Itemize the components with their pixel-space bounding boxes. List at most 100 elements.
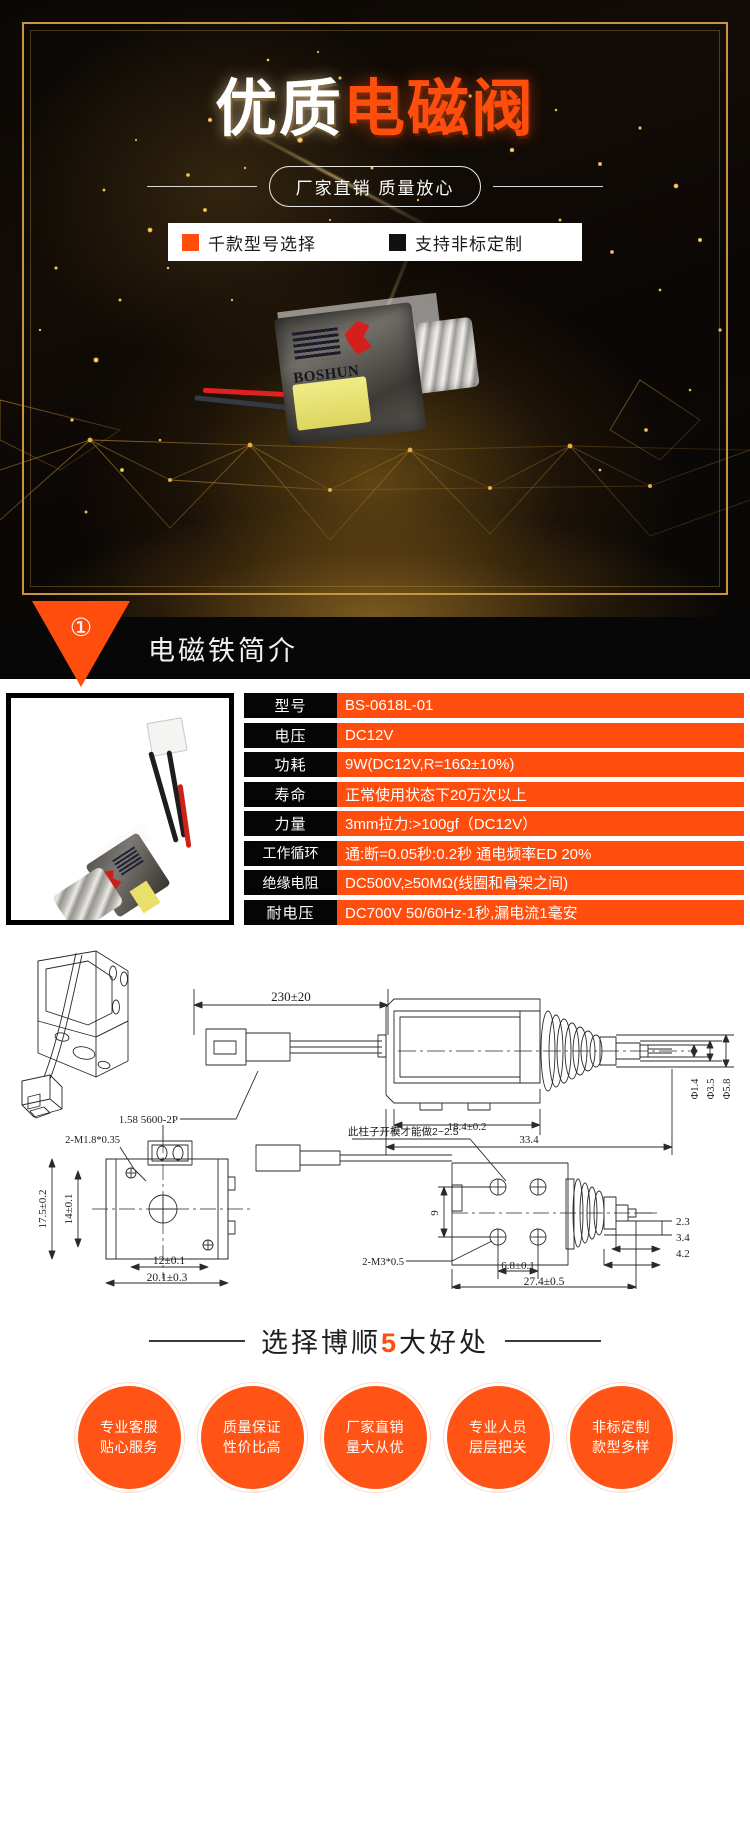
- benefits-title-number: 5: [380, 1328, 400, 1358]
- benefits-right-rule: [505, 1339, 602, 1342]
- dim-label-pitch-68: 6.8±0.1: [501, 1260, 535, 1272]
- hero-feature-2: 支持非标定制: [375, 230, 582, 255]
- table-row: 工作循环 通:断=0.05秒:0.2秒 通电频率ED 20%: [244, 840, 744, 866]
- section-number-triangle: ①: [32, 601, 130, 687]
- triangle-shape-icon: [32, 601, 130, 687]
- benefit-5-line2: 款型多样: [592, 1439, 650, 1455]
- hero-title: 优质电磁阀: [0, 78, 750, 140]
- spec-key: 寿命: [244, 781, 337, 807]
- square-swatch-icon-2: [389, 233, 406, 251]
- benefits-section: 选择博顺5大好处 专业客服 贴心服务 质量保证 性价比高 厂家直销 量大从优 专…: [0, 1299, 750, 1519]
- hero-feature-1: 千款型号选择: [168, 230, 375, 255]
- subtitle-left-rule: [146, 186, 257, 187]
- spec-block: BOSHUN 型号 BS-0618L-01 电压 DC12V 功耗 9W(DC1…: [0, 679, 750, 941]
- benefit-2-line1: 质量保证: [223, 1418, 281, 1435]
- hero-feature-1-label: 千款型号选择: [208, 234, 316, 254]
- dim-label-height-inner: 14±0.1: [63, 1194, 75, 1225]
- benefits-left-rule: [148, 1339, 245, 1342]
- benefit-3-line2: 量大从优: [346, 1439, 404, 1455]
- benefits-title: 选择博顺5大好处: [261, 1321, 489, 1360]
- benefit-1-line1: 专业客服: [100, 1418, 158, 1435]
- subtitle-right-rule: [493, 186, 604, 187]
- hero-subtitle: 厂家直销 质量放心: [268, 166, 482, 207]
- benefits-title-row: 选择博顺5大好处: [0, 1321, 750, 1360]
- table-row: 型号 BS-0618L-01: [244, 693, 744, 718]
- product-photo: BOSHUN: [6, 693, 234, 925]
- label-thread-large: 2-M3*0.5: [362, 1257, 404, 1268]
- square-swatch-icon: [182, 233, 199, 251]
- dim-label-hole-pitch: 12±0.1: [153, 1255, 185, 1267]
- hero-product-image: BOSHUN: [194, 273, 556, 497]
- spec-key: 功耗: [244, 752, 337, 778]
- rear-view: [255, 1138, 672, 1289]
- spec-value: 通:断=0.05秒:0.2秒 通电频率ED 20%: [337, 840, 744, 866]
- spec-key: 耐电压: [244, 899, 337, 925]
- note-post: 此柱子开模才能做2~2.5: [348, 1125, 459, 1138]
- table-row: 功耗 9W(DC12V,R=16Ω±10%): [244, 752, 744, 778]
- benefit-1-line2: 贴心服务: [100, 1439, 158, 1455]
- spec-key: 力量: [244, 811, 337, 837]
- dim-label-42: 4.2: [676, 1248, 690, 1260]
- benefits-title-prefix: 选择博顺: [260, 1328, 381, 1358]
- table-row: 电压 DC12V: [244, 722, 744, 748]
- spec-value: DC500V,≥50MΩ(线圈和骨架之间): [337, 870, 744, 896]
- table-row: 绝缘电阻 DC500V,≥50MΩ(线圈和骨架之间): [244, 870, 744, 896]
- table-row: 耐电压 DC700V 50/60Hz-1秒,漏电流1毫安: [244, 899, 744, 925]
- label-connector-part: 1.58 5600-2P: [119, 1114, 178, 1126]
- benefit-3-line1: 厂家直销: [346, 1418, 404, 1435]
- front-view: [48, 1125, 250, 1287]
- benefit-item-5: 非标定制 款型多样: [569, 1386, 673, 1489]
- hero-title-orange: 电磁阀: [343, 72, 536, 145]
- benefit-2-line2: 性价比高: [223, 1439, 281, 1455]
- spec-key: 电压: [244, 722, 337, 748]
- label-thread-small: 2-M1.8*0.35: [65, 1135, 120, 1146]
- dim-label-dia-2: Φ3.5: [706, 1079, 717, 1100]
- dim-label-dia-1: Φ1.4: [690, 1078, 701, 1100]
- dim-label-len-274: 27.4±0.5: [524, 1276, 565, 1288]
- spec-value: DC700V 50/60Hz-1秒,漏电流1毫安: [337, 899, 744, 925]
- dim-label-pitch-9: 9: [429, 1210, 441, 1216]
- spec-key: 工作循环: [244, 840, 337, 866]
- table-row: 力量 3mm拉力:>100gf（DC12V）: [244, 811, 744, 837]
- benefit-item-4: 专业人员 层层把关: [446, 1386, 550, 1489]
- section-number: ①: [69, 614, 93, 642]
- spec-value: 正常使用状态下20万次以上: [337, 781, 744, 807]
- benefit-item-1: 专业客服 贴心服务: [77, 1386, 181, 1489]
- dim-label-23: 2.3: [676, 1216, 690, 1228]
- dim-label-total-length: 33.4: [519, 1134, 539, 1146]
- dim-label-wire-length: 230±20: [271, 989, 311, 1004]
- dimension-diameters: [616, 1034, 734, 1068]
- table-row: 寿命 正常使用状态下20万次以上: [244, 781, 744, 807]
- section-header-1: ① 电磁铁简介: [0, 601, 750, 687]
- technical-drawing-section: 230±20 18.4±0.2 33.4 Φ1.4 Φ3.5 Φ5.8 1.58…: [0, 941, 750, 1299]
- hero-title-white: 优质: [214, 72, 343, 145]
- hero-banner: 优质电磁阀 厂家直销 质量放心 千款型号选择 支持非标定制: [0, 0, 750, 617]
- dim-label-dia-3: Φ5.8: [722, 1079, 733, 1100]
- benefits-circles: 专业客服 贴心服务 质量保证 性价比高 厂家直销 量大从优 专业人员 层层把关 …: [0, 1386, 750, 1489]
- technical-drawing: 230±20 18.4±0.2 33.4 Φ1.4 Φ3.5 Φ5.8 1.58…: [21, 950, 734, 1289]
- benefit-item-2: 质量保证 性价比高: [200, 1386, 304, 1489]
- dim-label-body-width: 18.4±0.2: [447, 1121, 486, 1133]
- benefit-item-3: 厂家直销 量大从优: [323, 1386, 427, 1489]
- hero-feature-bar: 千款型号选择 支持非标定制: [168, 223, 582, 261]
- spec-value: 9W(DC12V,R=16Ω±10%): [337, 752, 744, 778]
- spec-value: 3mm拉力:>100gf（DC12V）: [337, 811, 744, 837]
- side-elevation-view: [205, 998, 690, 1111]
- benefit-4-line1: 专业人员: [469, 1418, 527, 1435]
- product-detail-page: 优质电磁阀 厂家直销 质量放心 千款型号选择 支持非标定制: [0, 0, 750, 1519]
- spec-table: 型号 BS-0618L-01 电压 DC12V 功耗 9W(DC12V,R=16…: [244, 693, 744, 925]
- dimension-total-length: [385, 1069, 673, 1155]
- hero-feature-2-label: 支持非标定制: [415, 234, 523, 254]
- leader-connector: [180, 1070, 259, 1120]
- dimension-wire-length: [193, 989, 389, 1035]
- dimension-body-width: [393, 1109, 541, 1135]
- brand-logo-bars-icon: [291, 327, 342, 363]
- hero-subtitle-row: 厂家直销 质量放心: [0, 166, 750, 207]
- benefit-5-line1: 非标定制: [592, 1418, 650, 1435]
- dim-label-34: 3.4: [676, 1232, 690, 1244]
- section-title-1: 电磁铁简介: [148, 635, 298, 666]
- benefit-4-line2: 层层把关: [469, 1439, 527, 1455]
- dim-label-height-total: 17.5±0.2: [37, 1189, 49, 1228]
- dim-label-width-total: 20.1±0.3: [147, 1272, 188, 1284]
- spec-value: BS-0618L-01: [337, 693, 744, 718]
